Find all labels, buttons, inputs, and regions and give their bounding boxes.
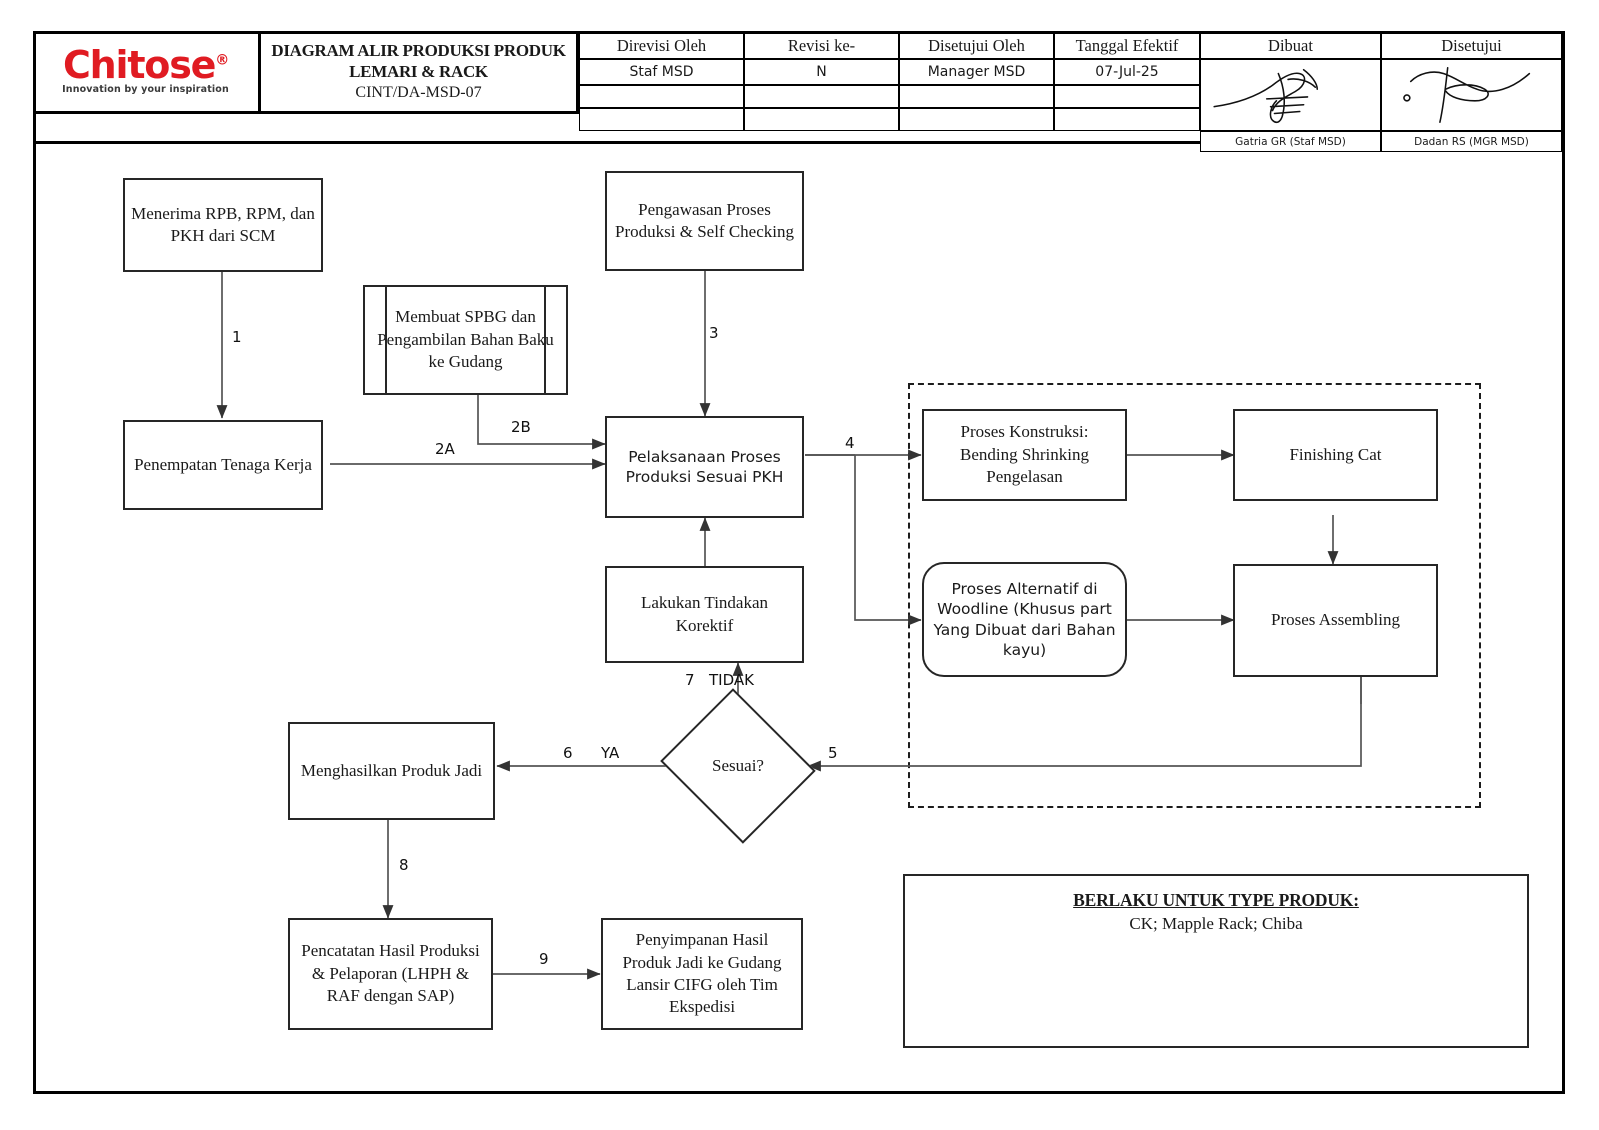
edge-label-6: 6 <box>563 744 573 762</box>
node-membuat-spbg[interactable]: Membuat SPBG dan Pengambilan Bahan Baku … <box>363 284 568 396</box>
node-pencatatan-hasil[interactable]: Pencatatan Hasil Produksi & Pelaporan (L… <box>288 918 493 1030</box>
node-label: Menerima RPB, RPM, dan PKH dari SCM <box>131 203 315 245</box>
header-value-disetujui-oleh: Manager MSD <box>899 59 1054 85</box>
logo-brand-text: Chitose <box>62 42 216 87</box>
document-title-cell: DIAGRAM ALIR PRODUKSI PRODUK LEMARI & RA… <box>261 31 579 114</box>
notes-panel: BERLAKU UNTUK TYPE PRODUK: CK; Mapple Ra… <box>903 874 1529 1048</box>
node-lakukan-tindakan-korektif[interactable]: Lakukan Tindakan Korektif <box>605 566 804 663</box>
node-proses-konstruksi[interactable]: Proses Konstruksi: Bending Shrinking Pen… <box>922 409 1127 501</box>
header-column-disetujui-oleh: Disetujui Oleh Manager MSD <box>899 31 1054 141</box>
header-blank-disetujui-2 <box>899 108 1054 131</box>
edge-label-2b: 2B <box>511 418 531 436</box>
node-penyimpanan-hasil[interactable]: Penyimpanan Hasil Produk Jadi ke Gudang … <box>601 918 803 1030</box>
node-label: Membuat SPBG dan Pengambilan Bahan Baku … <box>377 307 554 372</box>
header-value-direvisi: Staf MSD <box>579 59 744 85</box>
signature-dibuat <box>1200 59 1381 131</box>
node-menghasilkan-produk-jadi[interactable]: Menghasilkan Produk Jadi <box>288 722 495 820</box>
header-column-direvisi: Direvisi Oleh Staf MSD <box>579 31 744 141</box>
header-label-disetujui-oleh: Disetujui Oleh <box>899 31 1054 59</box>
node-label: Pengawasan Proses Produksi & Self Checki… <box>615 199 794 241</box>
flowchart-canvas: Menerima RPB, RPM, dan PKH dari SCM Pene… <box>33 144 1565 1094</box>
edge-label-9: 9 <box>539 950 549 968</box>
node-label: Penyimpanan Hasil Produk Jadi ke Gudang … <box>622 930 782 1017</box>
node-label: Proses Assembling <box>1271 610 1400 630</box>
edge-label-8: 8 <box>399 856 409 874</box>
node-proses-assembling[interactable]: Proses Assembling <box>1233 564 1438 677</box>
document-code: CINT/DA-MSD-07 <box>355 84 482 102</box>
header-value-tanggal: 07-Jul-25 <box>1054 59 1200 85</box>
notes-title: BERLAKU UNTUK TYPE PRODUK: <box>1073 890 1359 910</box>
signature-disetujui <box>1381 59 1562 131</box>
logo-tagline: Innovation by your inspiration <box>62 84 229 96</box>
node-label: Proses Konstruksi: Bending Shrinking Pen… <box>960 422 1089 487</box>
edge-label-3: 3 <box>709 324 719 342</box>
header-blank-direvisi-2 <box>579 108 744 131</box>
header-metadata-table: Direvisi Oleh Staf MSD Revisi ke- N Dise… <box>579 31 1562 152</box>
node-label: Menghasilkan Produk Jadi <box>300 760 483 780</box>
registered-trademark-icon: ® <box>215 52 229 69</box>
logo-wordmark: Chitose® <box>63 46 229 84</box>
edge-label-1: 1 <box>232 328 242 346</box>
header-label-disetujui: Disetujui <box>1381 31 1562 59</box>
header-column-disetujui: Disetujui Dadan RS (MGR MSD) <box>1381 31 1562 152</box>
document-title-line2: LEMARI & RACK <box>349 62 488 82</box>
document-title-line1: DIAGRAM ALIR PRODUKSI PRODUK <box>271 40 566 60</box>
header-label-direvisi: Direvisi Oleh <box>579 31 744 59</box>
header-blank-direvisi-1 <box>579 85 744 108</box>
node-label: Proses Alternatif di Woodline (Khusus pa… <box>933 579 1116 659</box>
signature-name-dibuat: Gatria GR (Staf MSD) <box>1200 131 1381 152</box>
node-label: Penempatan Tenaga Kerja <box>134 454 312 474</box>
edge-label-4: 4 <box>845 434 855 452</box>
header-blank-tanggal-1 <box>1054 85 1200 108</box>
node-proses-alternatif-woodline[interactable]: Proses Alternatif di Woodline (Khusus pa… <box>922 562 1127 677</box>
header-blank-revisi-2 <box>744 108 899 131</box>
header-label-revisi: Revisi ke- <box>744 31 899 59</box>
signature-mark-disetujui <box>1403 67 1531 123</box>
signature-name-disetujui: Dadan RS (MGR MSD) <box>1381 131 1562 152</box>
notes-body: CK; Mapple Rack; Chiba <box>1129 914 1303 933</box>
company-logo: Chitose® Innovation by your inspiration <box>33 31 261 114</box>
node-finishing-cat[interactable]: Finishing Cat <box>1233 409 1438 501</box>
node-label: Lakukan Tindakan Korektif <box>640 593 769 635</box>
header-value-revisi: N <box>744 59 899 85</box>
node-penempatan-tenaga-kerja[interactable]: Penempatan Tenaga Kerja <box>123 420 323 510</box>
header-blank-revisi-1 <box>744 85 899 108</box>
node-label: Finishing Cat <box>1289 444 1382 464</box>
node-label: Sesuai? <box>712 756 764 775</box>
header-column-dibuat: Dibuat Gatria GR (Staf MSD) <box>1200 31 1381 152</box>
edge-label-2a: 2A <box>435 440 455 458</box>
edge-label-7: 7 <box>685 671 695 689</box>
header-label-tanggal: Tanggal Efektif <box>1054 31 1200 59</box>
node-pengawasan-proses[interactable]: Pengawasan Proses Produksi & Self Checki… <box>605 171 804 271</box>
header-column-tanggal: Tanggal Efektif 07-Jul-25 <box>1054 31 1200 141</box>
node-sesuai-decision[interactable]: Sesuai? <box>658 688 818 844</box>
header-column-revisi: Revisi ke- N <box>744 31 899 141</box>
header-label-dibuat: Dibuat <box>1200 31 1381 59</box>
edge-label-ya: YA <box>601 744 620 762</box>
header-blank-tanggal-2 <box>1054 108 1200 131</box>
node-pelaksanaan-proses[interactable]: Pelaksanaan Proses Produksi Sesuai PKH <box>605 416 804 518</box>
edge-label-5: 5 <box>828 744 838 762</box>
node-menerima-rpb[interactable]: Menerima RPB, RPM, dan PKH dari SCM <box>123 178 323 272</box>
header-blank-disetujui-1 <box>899 85 1054 108</box>
edge-label-tidak: TIDAK <box>709 671 754 689</box>
node-label: Pelaksanaan Proses Produksi Sesuai PKH <box>625 447 784 486</box>
document-header: Chitose® Innovation by your inspiration … <box>33 31 1565 152</box>
node-label: Pencatatan Hasil Produksi & Pelaporan (L… <box>301 941 480 1006</box>
signature-mark-dibuat <box>1213 68 1319 124</box>
